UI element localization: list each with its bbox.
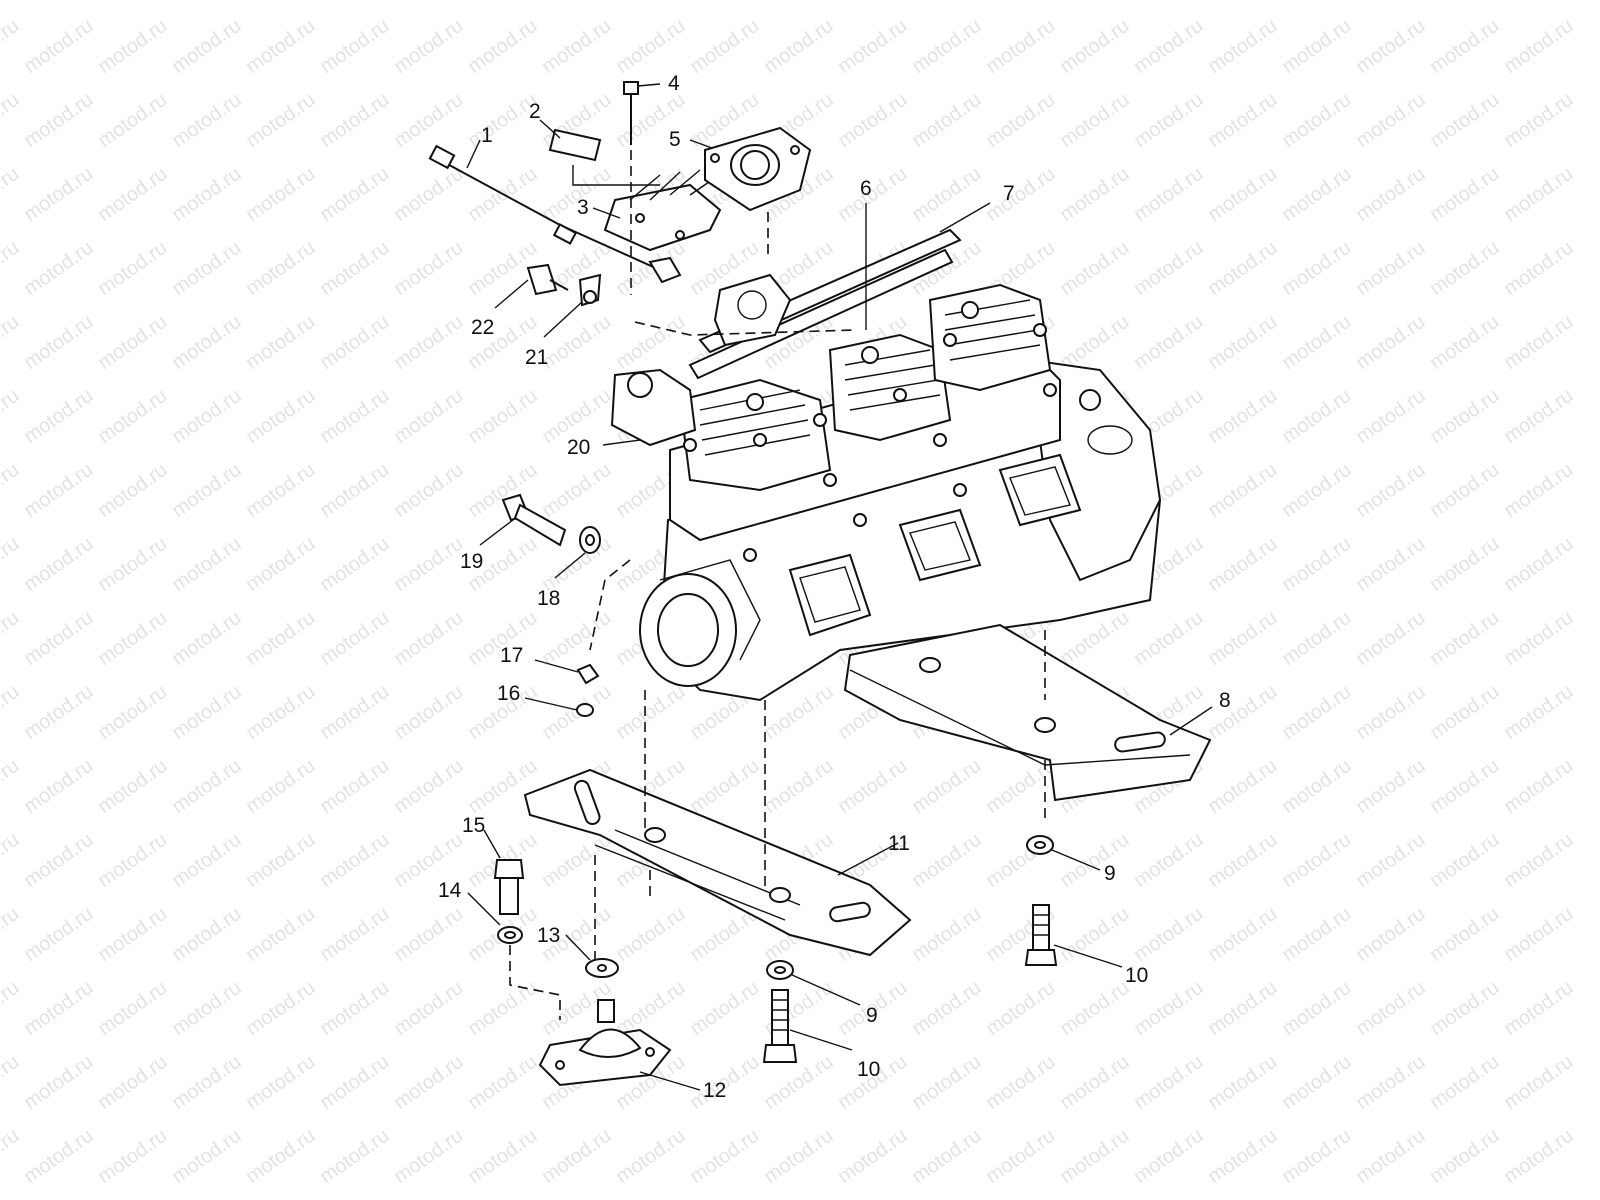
callout-11: 11	[888, 832, 910, 855]
callout-2: 2	[529, 100, 541, 123]
top-parts	[548, 81, 856, 336]
callout-6: 6	[860, 177, 872, 200]
callout-21: 21	[525, 346, 548, 369]
leader-lines	[466, 83, 1213, 1091]
callout-16: 16	[497, 682, 520, 705]
throttle-cable	[428, 144, 682, 307]
engine-assembly	[610, 228, 1162, 702]
mount-plate-11	[523, 690, 912, 965]
hardware-left	[493, 859, 672, 1087]
callout-5: 5	[669, 128, 681, 151]
callout-18: 18	[537, 587, 560, 610]
head-bolts	[683, 323, 1057, 562]
callout-22: 22	[471, 316, 494, 339]
callout-7: 7	[1003, 182, 1015, 205]
reed-valve-blocks	[788, 453, 1082, 637]
callout-19: 19	[460, 550, 483, 573]
callout-10b: 10	[857, 1058, 880, 1081]
hardware-lower	[762, 960, 798, 1063]
callout-9b: 9	[866, 1004, 878, 1027]
hardware-right	[1024, 835, 1058, 966]
callout-3: 3	[577, 196, 589, 219]
callout-14: 14	[438, 879, 462, 902]
callout-labels: 1 2 3 4 5 6 7 8 9 9 10 10 11 12 13 14 15…	[438, 72, 1231, 1102]
nut-17-washer-16	[576, 663, 600, 717]
bolt-19-washer-18	[501, 493, 631, 651]
callout-12: 12	[703, 1079, 726, 1102]
callout-15: 15	[462, 814, 485, 837]
callout-13: 13	[537, 924, 560, 947]
callout-10a: 10	[1125, 964, 1148, 987]
callout-8: 8	[1219, 689, 1231, 712]
callout-9a: 9	[1104, 862, 1116, 885]
callout-4: 4	[668, 72, 680, 95]
callout-17: 17	[500, 644, 523, 667]
mount-plate-8	[843, 623, 1212, 820]
callout-20: 20	[567, 436, 590, 459]
callout-1: 1	[481, 124, 493, 147]
